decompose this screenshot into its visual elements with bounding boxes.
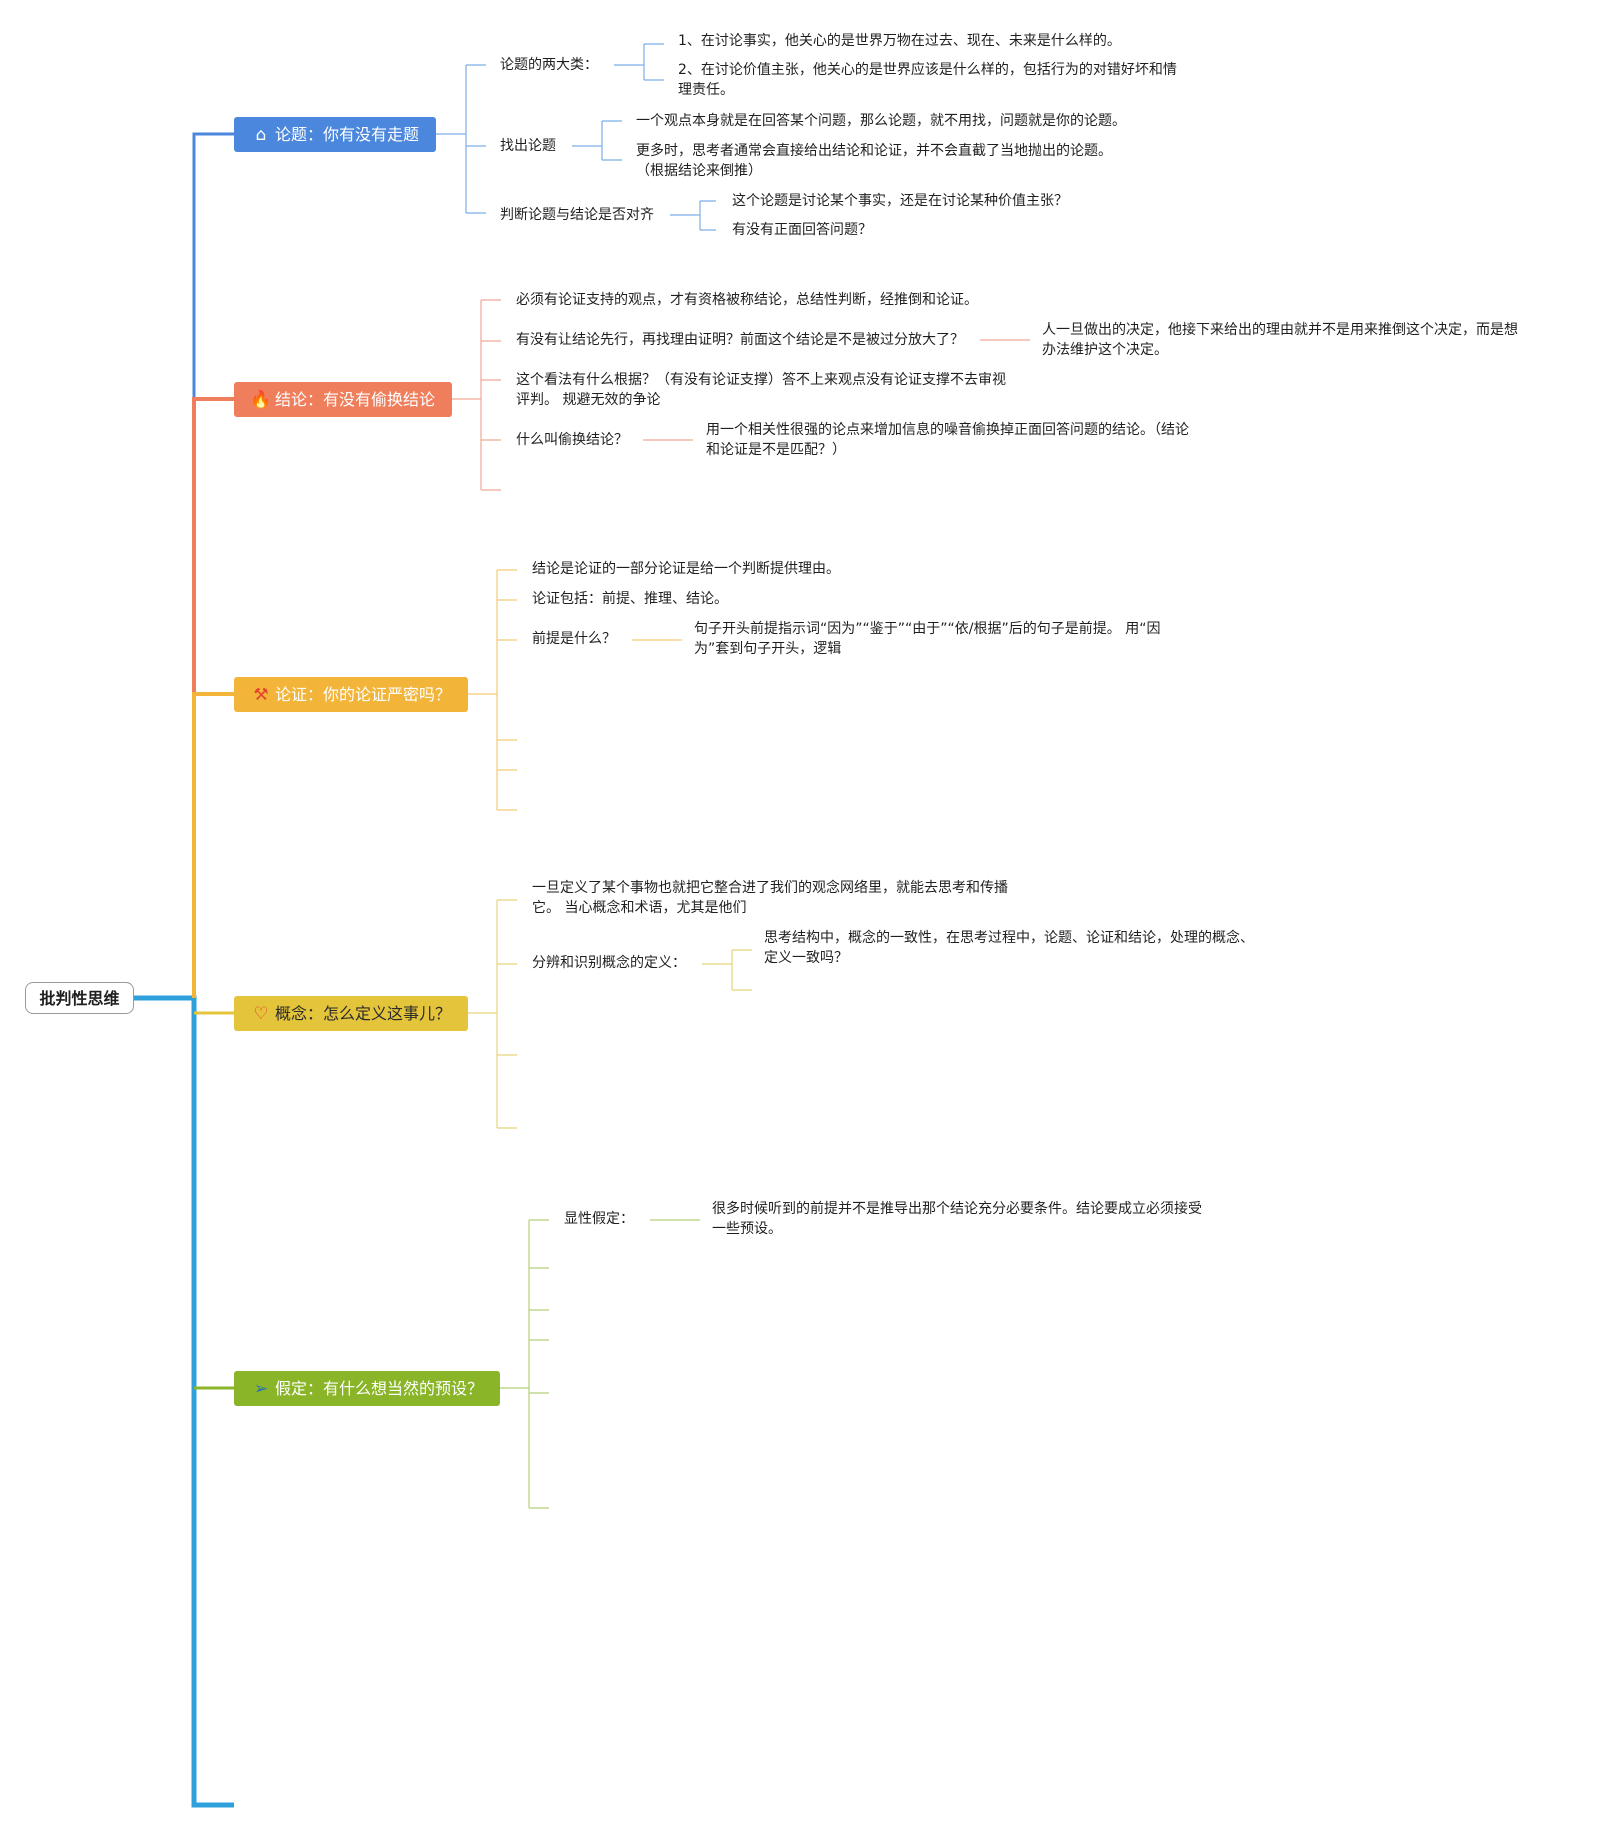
send-icon: ➢ <box>253 1379 269 1399</box>
node-conclusion-first-note[interactable]: 人一旦做出的决定，他接下来给出的理由就并不是用来推倒这个决定，而是想办法维护这个… <box>1042 322 1518 358</box>
node-find-issue-2[interactable]: 更多时，思考者通常会直接给出结论和论证，并不会直截了当地抛出的论题。（根据结论来… <box>636 143 1112 179</box>
node-align-issue[interactable]: 判断论题与结论是否对齐 <box>500 207 654 223</box>
trunk-connector <box>134 995 234 1808</box>
node-concept-def[interactable]: 一旦定义了某个事物也就把它整合进了我们的观念网络里，就能去思考和传播它。 当心概… <box>532 880 1008 916</box>
topic-argument[interactable]: ⚒论证：你的论证严密吗？ <box>234 677 468 712</box>
subtree-topic-2 <box>452 299 1030 491</box>
node-conclusion-first[interactable]: 有没有让结论先行，再找理由证明？前面这个结论是不是被过分放大了？ <box>516 332 964 348</box>
subtree-topic-5 <box>500 1219 700 1509</box>
node-concept-identify[interactable]: 分辨和识别概念的定义： <box>532 955 686 971</box>
node-conclusion-basis[interactable]: 这个看法有什么根据？（有没有论证支撑）答不上来观点没有论证支撑不去审视评判。 规… <box>516 372 1006 408</box>
flame-icon: 🔥 <box>250 390 272 410</box>
root-node[interactable]: 批判性思维 <box>25 982 134 1014</box>
node-conclusion-swap-note[interactable]: 用一个相关性很强的论点来增加信息的噪音偷换掉正面回答问题的结论。（结论和论证是不… <box>706 422 1189 458</box>
node-find-issue-1[interactable]: 一个观点本身就是在回答某个问题，那么论题，就不用找，问题就是你的论题。 <box>636 113 1126 129</box>
topic-assumption[interactable]: ➢假定：有什么想当然的预设？ <box>234 1371 500 1406</box>
node-premise[interactable]: 前提是什么？ <box>532 631 616 647</box>
node-concept-identify-note[interactable]: 思考结构中，概念的一致性，在思考过程中，论题、论证和结论，处理的概念、定义一致吗… <box>764 930 1254 966</box>
node-conclusion-def[interactable]: 必须有论证支持的观点，才有资格被称结论，总结性判断，经推倒和论证。 <box>516 292 978 308</box>
subtree-topic-1 <box>436 43 716 231</box>
node-argument-def[interactable]: 结论是论证的一部分论证是给一个判断提供理由。 <box>532 561 840 577</box>
heart-icon: ♡ <box>253 1004 269 1024</box>
subtree-topic-3 <box>468 569 682 811</box>
node-find-issue[interactable]: 找出论题 <box>500 138 556 154</box>
node-issue-type-fact[interactable]: 1、在讨论事实，他关心的是世界万物在过去、现在、未来是什么样的。 <box>678 33 1121 49</box>
node-align-issue-1[interactable]: 这个论题是讨论某个事实，还是在讨论某种价值主张？ <box>732 193 1068 209</box>
topic-concept[interactable]: ♡概念：怎么定义这事儿？ <box>234 996 468 1031</box>
home-icon: ⌂ <box>255 125 267 145</box>
subtree-topic-4 <box>468 899 752 1129</box>
node-explicit-assumption[interactable]: 显性假定： <box>564 1211 634 1227</box>
node-premise-note[interactable]: 句子开头前提指示词“因为”“鉴于”“由于”“依/根据”后的句子是前提。 用“因为… <box>694 621 1161 657</box>
topic-issue[interactable]: ⌂论题：你有没有走题 <box>234 117 436 152</box>
connector-topic-1 <box>192 132 234 998</box>
connector-topic-2 <box>192 397 234 998</box>
node-issue-type-value[interactable]: 2、在讨论价值主张，他关心的是世界应该是什么样的，包括行为的对错好坏和情理责任。 <box>678 62 1177 98</box>
topic-conclusion[interactable]: 🔥结论：有没有偷换结论 <box>234 382 452 417</box>
node-argument-parts[interactable]: 论证包括：前提、推理、结论。 <box>532 591 728 607</box>
node-conclusion-swap[interactable]: 什么叫偷换结论？ <box>516 432 628 448</box>
node-align-issue-2[interactable]: 有没有正面回答问题？ <box>732 222 872 238</box>
node-issue-types[interactable]: 论题的两大类： <box>500 57 598 73</box>
connector-topic-3 <box>192 692 234 998</box>
node-explicit-assumption-note[interactable]: 很多时候听到的前提并不是推导出那个结论充分必要条件。结论要成立必须接受一些预设。 <box>712 1201 1202 1237</box>
hammer-icon: ⚒ <box>253 685 269 705</box>
